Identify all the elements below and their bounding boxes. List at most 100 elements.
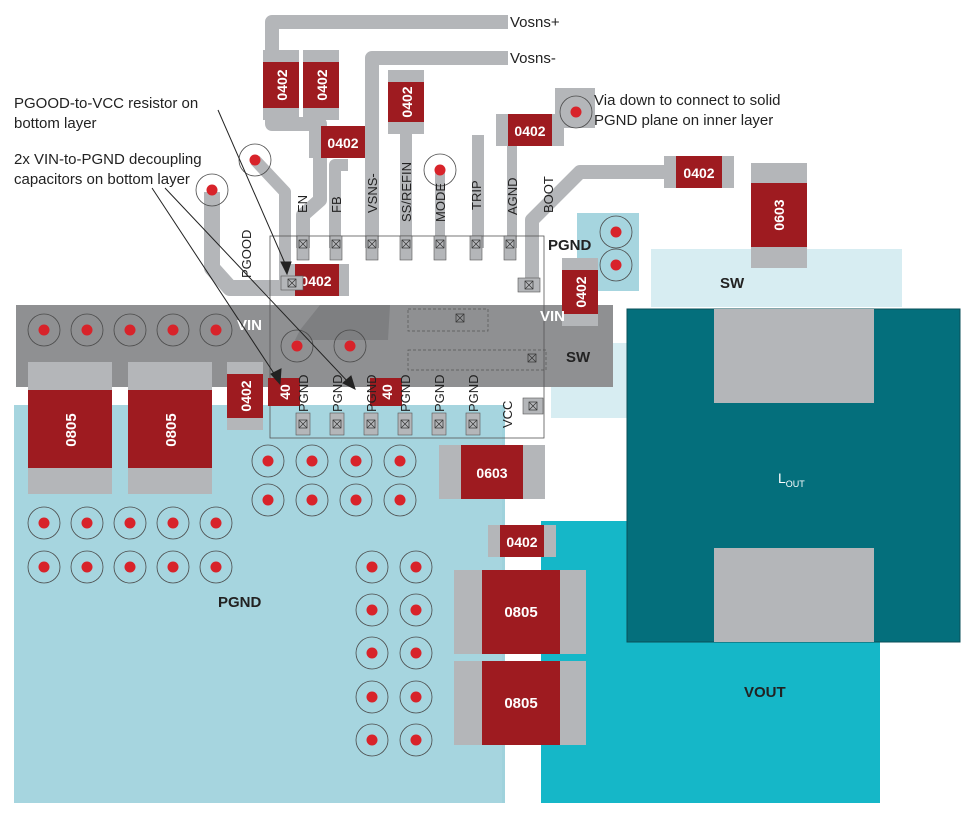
- via: [339, 444, 373, 478]
- pin-label-en: EN: [295, 195, 310, 213]
- via: [423, 153, 457, 187]
- pin-labels-top: EN FB VSNS- SS/REFIN MODE TRIP AGND BOOT…: [239, 162, 556, 278]
- via: [238, 143, 272, 177]
- net-label-vout: VOUT: [744, 684, 786, 701]
- via: [399, 723, 433, 757]
- svg-text:0805: 0805: [504, 695, 537, 712]
- pad-via-mark: [455, 313, 465, 323]
- svg-text:0402: 0402: [573, 276, 589, 307]
- component-c-out-2: 0805: [454, 661, 586, 745]
- component-r-vosns-a: 0402: [263, 50, 299, 120]
- pin-label-ssrefin: SS/REFIN: [399, 162, 414, 222]
- via: [383, 483, 417, 517]
- via: [199, 550, 233, 584]
- net-label-vin-left: VIN: [237, 317, 262, 334]
- vin-pad-bridge: [295, 305, 390, 340]
- component-r-bottom-1: 40: [268, 378, 300, 406]
- pad-via-mark: [471, 239, 481, 249]
- pad-via-mark: [331, 239, 341, 249]
- via: [70, 313, 104, 347]
- via: [355, 593, 389, 627]
- component-r-bottom-2: 40: [370, 378, 402, 406]
- pad-via-mark: [524, 280, 534, 290]
- trace-fb: [329, 159, 348, 248]
- via: [113, 550, 147, 584]
- via: [70, 550, 104, 584]
- pin-label-pgnd-1: PGND: [296, 374, 311, 412]
- pgood-note-line1: PGOOD-to-VCC resistor on: [14, 95, 198, 112]
- pin-label-agnd: AGND: [505, 177, 520, 215]
- component-r-fb: 0402: [309, 126, 377, 158]
- trace-vosns-minus: [365, 51, 508, 248]
- svg-text:40: 40: [277, 384, 293, 400]
- component-c-out-small: 0402: [488, 525, 556, 557]
- exposed-pad-vin: [407, 308, 489, 332]
- pin-label-pgood: PGOOD: [239, 230, 254, 278]
- net-label-pgnd-main: PGND: [218, 594, 262, 611]
- svg-text:0805: 0805: [63, 413, 80, 446]
- net-label-vosns-minus: Vosns-: [510, 50, 556, 67]
- inductor-label: LOUT: [778, 470, 805, 489]
- svg-text:0603: 0603: [771, 199, 787, 230]
- pad-vias: [287, 239, 538, 429]
- net-label-vin-right: VIN: [540, 308, 565, 325]
- pad-via-mark: [527, 353, 537, 363]
- svg-text:0402: 0402: [314, 69, 330, 100]
- pad-via-mark: [434, 419, 444, 429]
- annotation-arrows: [151, 109, 356, 390]
- net-label-vosns-plus: Vosns+: [510, 14, 560, 31]
- via: [399, 593, 433, 627]
- component-c-agnd: 0402: [496, 114, 564, 146]
- via: [251, 444, 285, 478]
- decap-note-line2: capacitors on bottom layer: [14, 171, 190, 188]
- via-note-line1: Via down to connect to solid: [594, 92, 781, 109]
- component-c-sw-snub: 0402: [562, 258, 598, 326]
- svg-text:0402: 0402: [506, 534, 537, 550]
- ic-top-pin-pads: [280, 235, 541, 293]
- component-c-boot: 0402: [664, 156, 734, 188]
- component-c-out-1: 0805: [454, 570, 586, 654]
- exposed-pad-sw: [407, 349, 547, 371]
- via: [70, 506, 104, 540]
- trace-boot: [525, 165, 672, 290]
- svg-text:0402: 0402: [399, 86, 415, 117]
- component-r-ss: 0402: [388, 70, 424, 134]
- decap-note-line1: 2x VIN-to-PGND decoupling: [14, 151, 202, 168]
- pad-via-mark: [298, 419, 308, 429]
- pad-via-mark: [528, 401, 538, 411]
- via: [399, 680, 433, 714]
- pad-via-mark: [287, 278, 297, 288]
- pin-label-pgnd-6: PGND: [466, 374, 481, 412]
- via: [156, 313, 190, 347]
- via: [156, 506, 190, 540]
- pad-via-mark: [435, 239, 445, 249]
- pad-via-mark: [401, 239, 411, 249]
- pin-label-pgnd-2: PGND: [330, 374, 345, 412]
- via: [199, 506, 233, 540]
- component-c-in-2: 0805: [128, 362, 212, 494]
- svg-text:0402: 0402: [514, 123, 545, 139]
- pad-via-mark: [505, 239, 515, 249]
- svg-text:0402: 0402: [274, 69, 290, 100]
- inductor-pad-bottom: [714, 548, 874, 642]
- trace-pgood-via: [250, 155, 291, 284]
- pin-label-trip: TRIP: [469, 180, 484, 210]
- svg-text:0805: 0805: [163, 413, 180, 446]
- via: [333, 329, 367, 363]
- pin-label-fb: FB: [329, 196, 344, 213]
- via: [113, 313, 147, 347]
- inductor-pad-top: [714, 309, 874, 403]
- svg-text:0402: 0402: [300, 273, 331, 289]
- pin-label-pgnd-4: PGND: [398, 374, 413, 412]
- via: [355, 723, 389, 757]
- via: [295, 483, 329, 517]
- net-label-sw-top: SW: [720, 275, 745, 292]
- via: [399, 636, 433, 670]
- via: [383, 444, 417, 478]
- via: [27, 506, 61, 540]
- svg-text:0805: 0805: [504, 604, 537, 621]
- component-c-in-1: 0805: [28, 362, 112, 494]
- vias: [27, 95, 633, 757]
- pad-via-mark: [468, 419, 478, 429]
- via: [27, 313, 61, 347]
